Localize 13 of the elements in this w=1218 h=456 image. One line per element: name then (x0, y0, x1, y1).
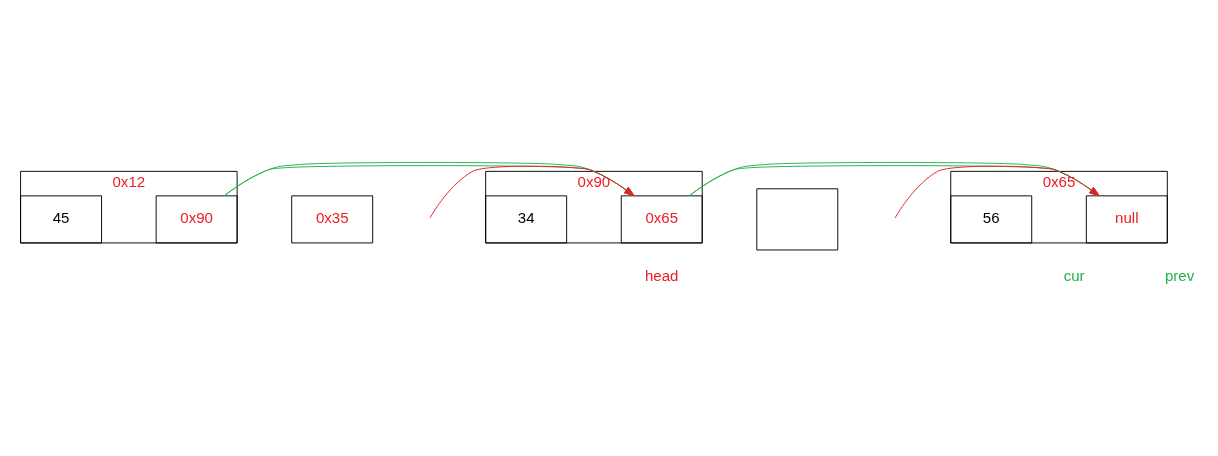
arrow (429, 165, 635, 219)
node-box: null (1085, 195, 1168, 244)
node-box: 56 (950, 195, 1033, 244)
label: prev (1164, 266, 1195, 284)
node-box: 34 (485, 195, 568, 244)
label: head (644, 266, 679, 284)
label: cur (1063, 266, 1085, 284)
node-box: 0x35 (291, 195, 374, 244)
node-box: 45 (20, 195, 102, 244)
node-box: 0x90 (155, 195, 238, 244)
node-box: 0x65 (620, 195, 703, 244)
arrow (894, 165, 1100, 219)
node-box (756, 188, 839, 251)
